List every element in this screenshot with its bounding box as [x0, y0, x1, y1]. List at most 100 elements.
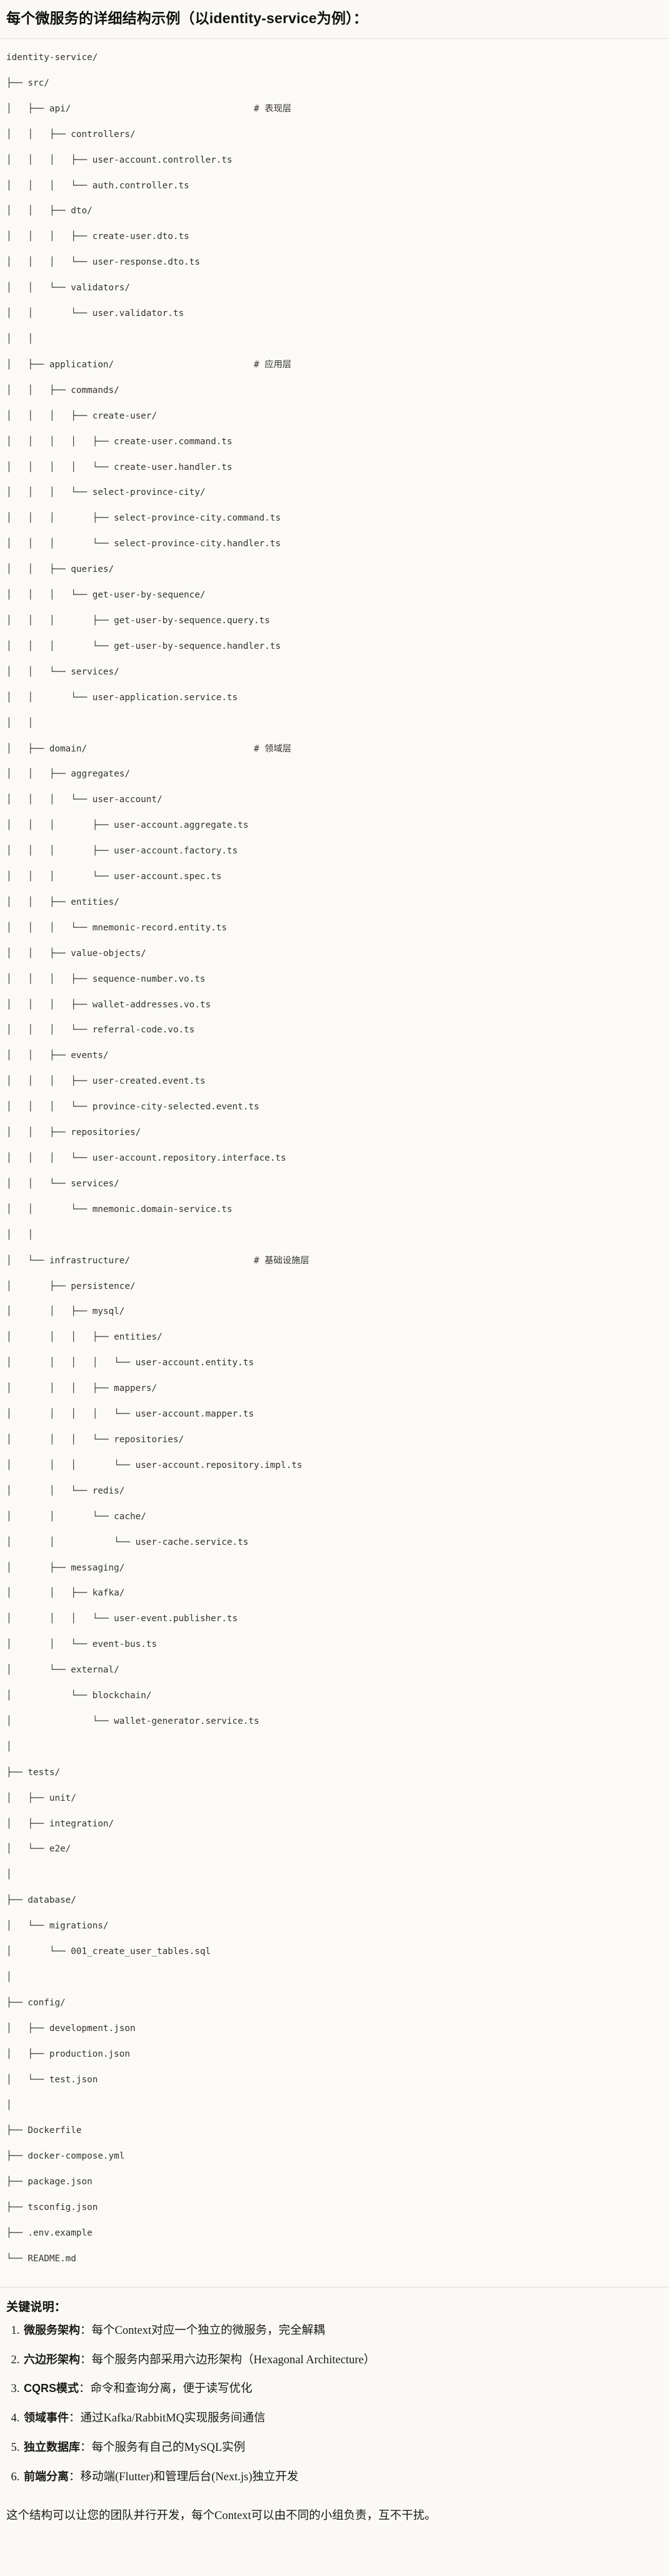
note-item-term: 独立数据库: [24, 2440, 80, 2453]
tree-line: │ ├── domain/ # 领域层: [6, 743, 292, 754]
tree-line: │ │ │ └── user-event.publisher.ts: [6, 1614, 238, 1624]
tree-line: │ │ ├── controllers/: [6, 129, 136, 140]
tree-line: │ │ │ └── user-account.repository.impl.t…: [6, 1460, 303, 1470]
tree-line: │ │ │ └── mnemonic-record.entity.ts: [6, 922, 227, 933]
tree-line: │ │ │ └── user-account.repository.interf…: [6, 1153, 286, 1164]
note-item-term: 微服务架构: [24, 2323, 80, 2336]
tree-line: │ └── 001_create_user_tables.sql: [6, 1947, 211, 1957]
note-item-term: 六边形架构: [24, 2353, 80, 2366]
note-item-description: ：每个Context对应一个独立的微服务，完全解耦: [80, 2324, 325, 2337]
tree-line: │ │ │ ├── create-user.dto.ts: [6, 232, 189, 242]
tree-line: │ │ ├── mysql/: [6, 1306, 125, 1317]
tree-line: │ │ │ └── user-account.spec.ts: [6, 872, 222, 882]
note-item-description: ：每个服务内部采用六边形架构（Hexagonal Architecture）: [80, 2353, 376, 2366]
tree-line: │ └── blockchain/: [6, 1691, 152, 1701]
tree-line: │ │ ├── aggregates/: [6, 769, 130, 780]
note-item: 前端分离：移动端(Flutter)和管理后台(Next.js)独立开发: [23, 2468, 655, 2487]
key-notes-section: 关键说明： 微服务架构：每个Context对应一个独立的微服务，完全解耦六边形架…: [0, 2288, 669, 2502]
tree-line: ├── tests/: [6, 1767, 61, 1778]
tree-line: │ │ │ ├── user-account.factory.ts: [6, 846, 238, 857]
tree-line: │ │ │ ├── user-account.aggregate.ts: [6, 820, 249, 831]
tree-line: │ │ └── services/: [6, 1178, 119, 1189]
tree-line: │ │ ├── events/: [6, 1051, 109, 1061]
closing-paragraph: 这个结构可以让您的团队并行开发，每个Context可以由不同的小组负责，互不干扰…: [6, 2510, 436, 2523]
tree-line: │ │ └── event-bus.ts: [6, 1639, 158, 1650]
tree-line: │ │: [6, 1229, 34, 1240]
tree-line: │ ├── development.json: [6, 2023, 136, 2034]
note-item: CQRS模式：命令和查询分离，便于读写优化: [23, 2380, 655, 2398]
tree-line: │ │: [6, 718, 34, 728]
note-item-description: ：每个服务有自己的MySQL实例: [80, 2441, 246, 2454]
tree-line: │ └── test.json: [6, 2074, 98, 2085]
tree-line: │ ├── production.json: [6, 2049, 130, 2059]
tree-line: │ ├── unit/: [6, 1793, 76, 1803]
tree-line-comment: # 领域层: [253, 743, 292, 754]
tree-line: │ │ │ ├── get-user-by-sequence.query.ts: [6, 615, 270, 626]
tree-line: │: [6, 1741, 12, 1752]
tree-line: │ │ │ │ ├── create-user.command.ts: [6, 436, 233, 447]
tree-line: │ │ ├── commands/: [6, 385, 119, 395]
tree-line: │ ├── persistence/: [6, 1281, 136, 1291]
tree-line: │: [6, 1972, 12, 1983]
note-item: 六边形架构：每个服务内部采用六边形架构（Hexagonal Architectu…: [23, 2351, 655, 2370]
tree-line: │ │ ├── kafka/: [6, 1588, 125, 1599]
tree-line: │ │ │ └── province-city-selected.event.t…: [6, 1102, 259, 1112]
tree-line: │ │ │ │ └── user-account.entity.ts: [6, 1358, 254, 1368]
tree-line: │ │ └── services/: [6, 666, 119, 677]
tree-line: │ │ ├── value-objects/: [6, 948, 146, 959]
tree-line-comment: # 表现层: [253, 103, 292, 114]
notes-divider: [0, 2286, 669, 2288]
tree-line: identity-service/: [6, 53, 98, 63]
tree-line: │ │ ├── repositories/: [6, 1128, 141, 1138]
tree-line: │ │ │ └── user-response.dto.ts: [6, 257, 200, 268]
tree-line: │: [6, 1870, 12, 1880]
tree-line: ├── tsconfig.json: [6, 2202, 98, 2213]
tree-line: │ │ │ ├── user-account.controller.ts: [6, 155, 233, 165]
tree-line: ├── config/: [6, 1997, 66, 2008]
tree-line: │ │ │ │ └── user-account.mapper.ts: [6, 1409, 254, 1420]
directory-tree: identity-service/ ├── src/ │ ├── api/ # …: [6, 51, 663, 2278]
note-item-term: 领域事件: [24, 2411, 69, 2425]
tree-line: │ │ └── user-application.service.ts: [6, 692, 238, 703]
tree-line-comment: # 基础设施层: [253, 1255, 309, 1266]
tree-line: │ ├── integration/: [6, 1818, 114, 1829]
note-item: 独立数据库：每个服务有自己的MySQL实例: [23, 2439, 655, 2457]
heading-divider: [0, 38, 669, 39]
page-title: 每个微服务的详细结构示例（以identity-service为例）：: [6, 10, 368, 26]
tree-line: │ │ │ ├── select-province-city.command.t…: [6, 513, 281, 524]
tree-line: │ │ │ ├── wallet-addresses.vo.ts: [6, 999, 211, 1010]
note-item-term: 前端分离: [24, 2470, 69, 2483]
tree-line: │ ├── messaging/: [6, 1562, 125, 1573]
tree-line: ├── database/: [6, 1895, 76, 1906]
tree-line: ├── package.json: [6, 2177, 93, 2187]
tree-line: │ │ │ ├── create-user/: [6, 410, 158, 421]
tree-line: │ │ ├── queries/: [6, 564, 114, 575]
tree-line: │ │ │ ├── user-created.event.ts: [6, 1076, 206, 1087]
tree-line: │ │ │ └── user-account/: [6, 795, 163, 805]
tree-line: │ │ └── user-cache.service.ts: [6, 1537, 249, 1547]
tree-line: │: [6, 2100, 12, 2110]
tree-line: │ │ │ └── auth.controller.ts: [6, 180, 189, 191]
tree-line: │ │ │ │ └── create-user.handler.ts: [6, 462, 233, 472]
tree-line: │ └── infrastructure/ # 基础设施层: [6, 1255, 309, 1266]
tree-line: │ │ │ ├── entities/: [6, 1332, 163, 1343]
tree-line: │ │ │ └── select-province-city.handler.t…: [6, 539, 281, 549]
tree-line: │ │ └── validators/: [6, 283, 130, 293]
note-item-description: ：命令和查询分离，便于读写优化: [79, 2383, 253, 2396]
tree-line: │ │ │ ├── mappers/: [6, 1383, 158, 1394]
tree-line: │ │ │ └── referral-code.vo.ts: [6, 1025, 195, 1036]
notes-title: 关键说明：: [6, 2300, 67, 2314]
tree-line: ├── docker-compose.yml: [6, 2151, 125, 2162]
tree-line: ├── Dockerfile: [6, 2125, 82, 2136]
tree-line: │ └── external/: [6, 1665, 119, 1676]
tree-line: │ │ └── user.validator.ts: [6, 308, 184, 319]
note-item: 微服务架构：每个Context对应一个独立的微服务，完全解耦: [23, 2322, 655, 2340]
tree-line-comment: # 应用层: [253, 359, 292, 370]
tree-line: │ └── e2e/: [6, 1844, 71, 1855]
tree-line: │ │ │ └── repositories/: [6, 1434, 184, 1445]
tree-line: │ │ └── redis/: [6, 1485, 125, 1496]
note-item-description: ：通过Kafka/RabbitMQ实现服务间通信: [69, 2412, 266, 2425]
tree-line: │ │ │ └── get-user-by-sequence.handler.t…: [6, 641, 281, 651]
tree-line: │ │ ├── entities/: [6, 897, 119, 907]
note-item-term: CQRS模式: [24, 2382, 79, 2395]
